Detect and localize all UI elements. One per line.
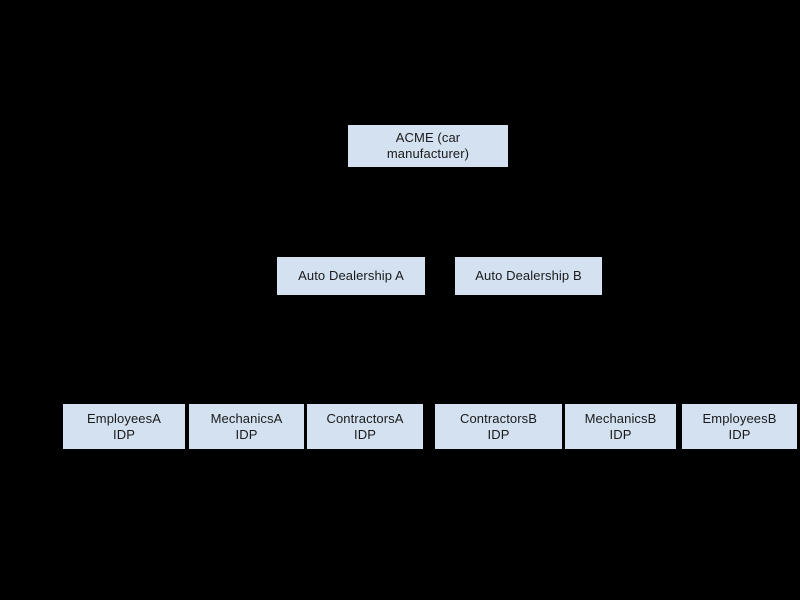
- connector-group-b-trunk: [498, 355, 739, 356]
- connector-dealership-b-down: [528, 295, 529, 355]
- node-employees-a-idp[interactable]: EmployeesA IDP: [63, 404, 185, 449]
- node-employees-b-idp[interactable]: EmployeesB IDP: [682, 404, 797, 449]
- connector-to-mechanics-a-idp: [246, 355, 247, 404]
- connector-acme-to-dealership-a: [350, 167, 351, 212]
- connector-dealerships-trunk: [350, 212, 507, 213]
- connector-to-employees-b-idp: [739, 355, 740, 404]
- node-mechanics-a-idp[interactable]: MechanicsA IDP: [189, 404, 304, 449]
- connector-to-mechanics-b-idp: [620, 355, 621, 404]
- node-contractors-a-idp[interactable]: ContractorsA IDP: [307, 404, 423, 449]
- node-contractors-b-idp[interactable]: ContractorsB IDP: [435, 404, 562, 449]
- node-acme[interactable]: ACME (car manufacturer): [348, 125, 508, 167]
- connector-dealership-a-down: [350, 295, 351, 355]
- connector-to-contractors-b-idp: [498, 355, 499, 404]
- connector-to-employees-a-idp: [124, 355, 125, 404]
- node-mechanics-b-idp[interactable]: MechanicsB IDP: [565, 404, 676, 449]
- connector-group-a-trunk: [124, 355, 365, 356]
- connector-to-contractors-a-idp: [365, 355, 366, 404]
- connector-acme-to-dealership-b: [506, 167, 507, 212]
- node-dealership-a[interactable]: Auto Dealership A: [277, 257, 425, 295]
- node-dealership-b[interactable]: Auto Dealership B: [455, 257, 602, 295]
